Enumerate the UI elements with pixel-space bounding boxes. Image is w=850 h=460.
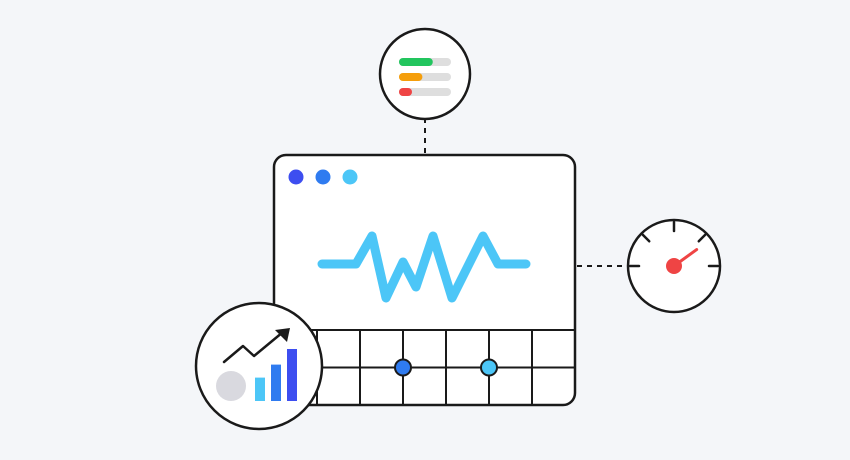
- trend-line: [222, 330, 285, 364]
- window-dot: [342, 169, 358, 185]
- growth-badge-circle: [194, 301, 324, 431]
- gauge-hub: [666, 258, 682, 274]
- grid-marker: [480, 358, 498, 377]
- gauge-badge: [626, 218, 722, 314]
- gauge-tick: [641, 233, 651, 243]
- gauge-tick: [697, 233, 707, 243]
- grid-marker: [394, 358, 412, 377]
- window-frame: [272, 153, 577, 407]
- window-dot: [288, 169, 304, 185]
- status-bars-badge: [378, 27, 472, 121]
- speedometer-icon: [628, 220, 720, 274]
- window-dot: [315, 169, 331, 185]
- growth-chart-badge: [194, 301, 324, 431]
- chart-bar: [271, 364, 281, 401]
- status-bars-icon: [399, 58, 451, 96]
- chart-circle: [216, 371, 246, 401]
- status-bar-fill: [399, 58, 433, 66]
- status-bar-fill: [399, 88, 412, 96]
- status-bar-track: [399, 88, 451, 96]
- trend-arrow-icon: [275, 328, 290, 342]
- status-bar-fill: [399, 73, 423, 81]
- heartbeat-wave-icon: [317, 231, 531, 303]
- growth-chart-icon: [216, 328, 297, 401]
- window-dots: [288, 169, 358, 185]
- chart-bar: [287, 349, 297, 401]
- chart-bar: [255, 377, 265, 401]
